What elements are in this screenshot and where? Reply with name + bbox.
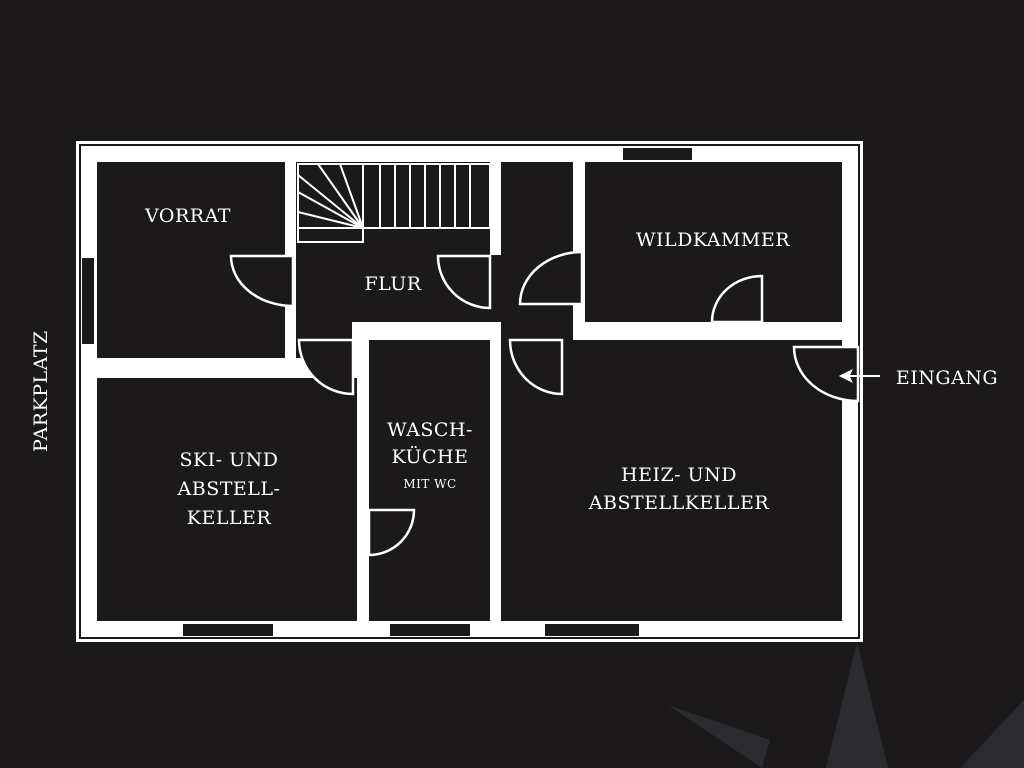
arrow-left-icon bbox=[838, 368, 880, 384]
window bbox=[82, 258, 94, 344]
door-wasch bbox=[367, 508, 416, 557]
flur-link bbox=[490, 255, 501, 322]
label-eingang: EINGANG bbox=[896, 367, 998, 389]
staircase bbox=[297, 163, 491, 243]
windows bbox=[82, 148, 692, 636]
window bbox=[183, 624, 273, 636]
label-vorrat: VORRAT bbox=[144, 205, 231, 227]
label-wasch-1: WASCH- bbox=[387, 419, 473, 441]
door-flur-right bbox=[436, 254, 492, 310]
label-heiz-2: ABSTELLKELLER bbox=[588, 492, 770, 514]
doors bbox=[229, 250, 860, 557]
label-wasch-2: KÜCHE bbox=[391, 445, 468, 468]
room-wasch-kueche bbox=[369, 340, 490, 621]
window bbox=[545, 624, 639, 636]
label-wildkammer: WILDKAMMER bbox=[636, 229, 790, 251]
door-wildkammer-heiz bbox=[710, 274, 764, 324]
label-ski-2: ABSTELL- bbox=[177, 478, 281, 500]
window bbox=[623, 148, 692, 160]
label-flur: FLUR bbox=[364, 273, 421, 295]
compass-star-icon bbox=[668, 642, 1024, 768]
door-wildkammer bbox=[518, 250, 584, 306]
label-heiz-1: HEIZ- UND bbox=[621, 464, 737, 486]
label-ski-3: KELLER bbox=[187, 507, 272, 529]
door-heiz bbox=[508, 338, 564, 396]
door-eingang bbox=[792, 345, 860, 403]
storage-link bbox=[501, 322, 573, 340]
label-parkplatz: PARKPLATZ bbox=[30, 330, 52, 452]
label-ski-1: SKI- UND bbox=[179, 449, 278, 471]
room-wildkammer bbox=[585, 162, 842, 322]
room-ski-keller bbox=[97, 378, 357, 621]
label-wasch-sub: MIT WC bbox=[403, 477, 456, 491]
window bbox=[390, 624, 470, 636]
door-flur-lower bbox=[297, 338, 355, 396]
door-vorrat bbox=[229, 254, 295, 308]
